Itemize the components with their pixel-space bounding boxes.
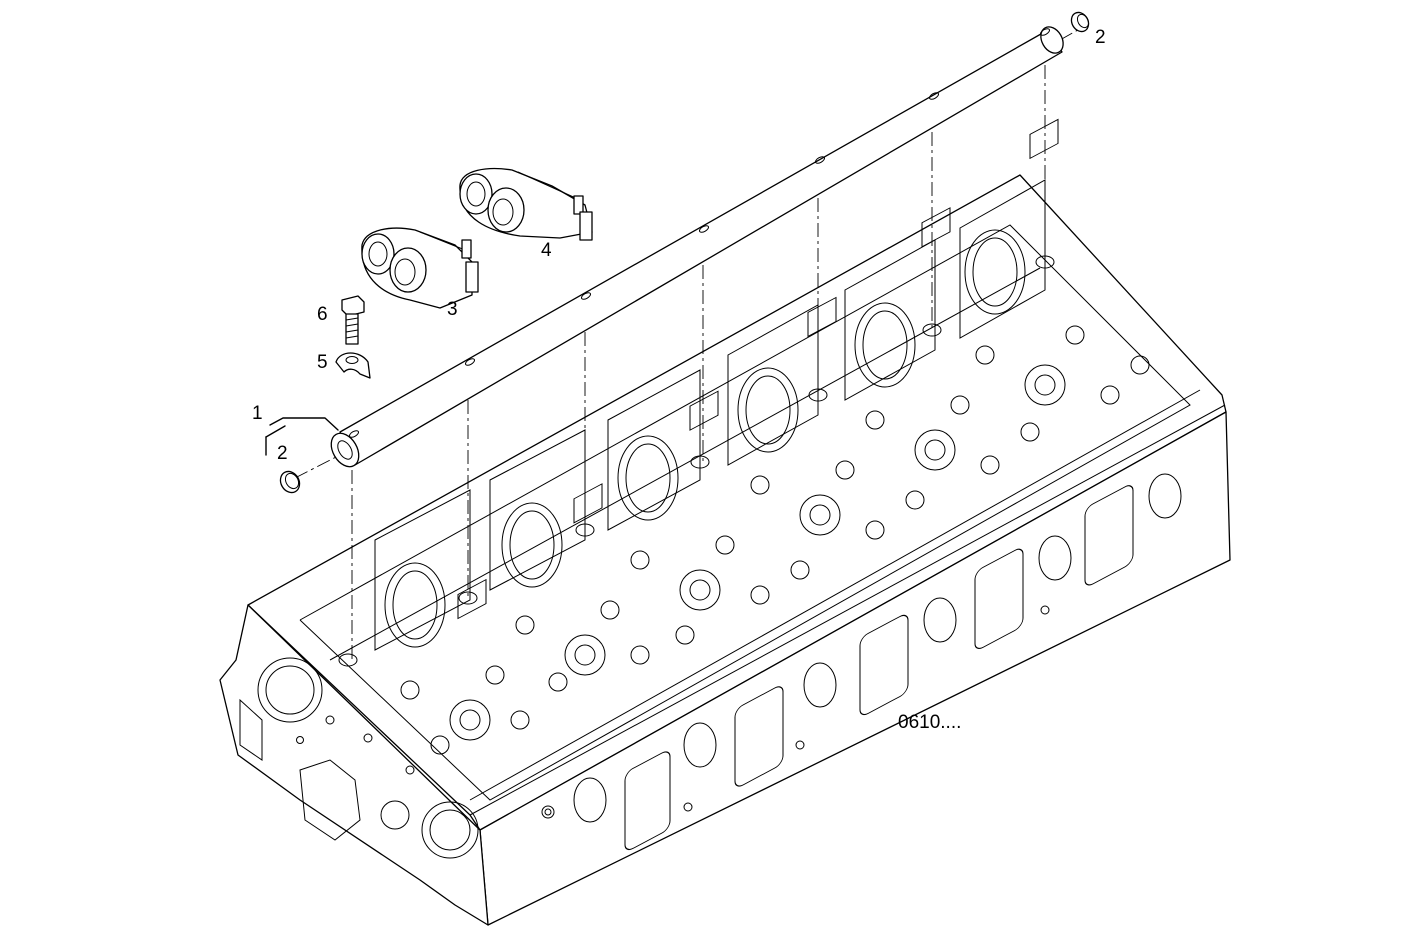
assembly-centerlines: [294, 25, 1086, 660]
callout-2-right: 2: [1095, 27, 1106, 48]
clamp: [335, 352, 371, 379]
drawing-code: 0610....: [898, 712, 962, 733]
shaft-plug-right: [1070, 11, 1090, 33]
callout-4: 4: [541, 240, 552, 261]
rocker-shaft: [330, 26, 1064, 468]
callout-1: 1: [252, 403, 263, 424]
callout-5: 5: [317, 352, 328, 373]
cylinder-ports: [400, 325, 1150, 755]
rocker-arm-upper: [459, 167, 593, 241]
cylinder-head: [219, 118, 1231, 926]
side-face-features: [469, 404, 1226, 851]
leader-lines: [265, 417, 339, 456]
cam-bearing-towers: [338, 118, 1059, 667]
bolt: [341, 295, 365, 345]
rocker-arm-lower: [361, 227, 479, 309]
callout-2-left: 2: [277, 443, 288, 464]
callout-6: 6: [317, 304, 328, 325]
shaft-plug-left: [279, 470, 301, 494]
callout-3: 3: [447, 299, 458, 320]
